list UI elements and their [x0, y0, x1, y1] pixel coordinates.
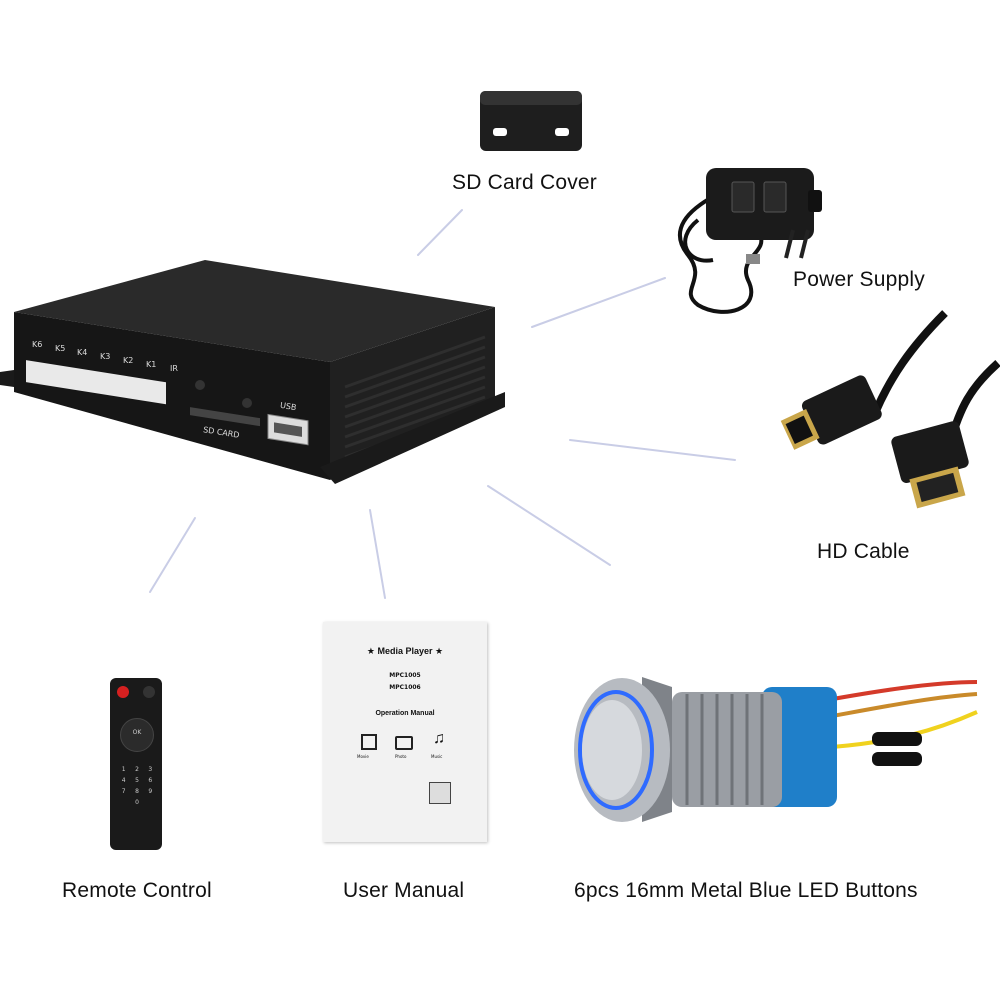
key-label-k4: K4: [77, 348, 88, 357]
led-button-image: [574, 677, 978, 822]
line-to-manual: [369, 509, 386, 599]
key-label-k3: K3: [100, 352, 111, 361]
manual-model-2: MPC1006: [389, 684, 421, 691]
line-to-cable: [569, 439, 736, 461]
led-buttons-caption: 6pcs 16mm Metal Blue LED Buttons: [574, 879, 918, 902]
remote-control-image: OK 1 2 3 4 5 6 7 8 9 0: [110, 678, 162, 850]
line-to-power: [531, 277, 666, 328]
user-manual-caption: User Manual: [343, 879, 465, 902]
line-to-remote: [149, 517, 196, 593]
dpad-icon: OK: [120, 718, 154, 752]
remote-key: 9: [148, 788, 153, 795]
key-label-ir: IR: [170, 364, 178, 373]
line-to-cable-2: [487, 485, 611, 566]
key-label-k6: K6: [32, 340, 43, 349]
manual-logo: [429, 782, 451, 804]
power-icon: [117, 686, 129, 698]
manual-title: ★ Media Player ★: [366, 646, 444, 656]
ok-label: OK: [132, 729, 142, 736]
remote-control-caption: Remote Control: [62, 879, 212, 902]
remote-keypad: 1 2 3 4 5 6 7 8 9 0: [117, 766, 157, 806]
power-supply-caption: Power Supply: [793, 268, 925, 291]
line-to-sd-cover: [417, 209, 463, 256]
remote-key: 8: [135, 788, 139, 795]
remote-key: 3: [148, 766, 153, 773]
film-icon: [361, 734, 377, 750]
sd-card-cover-image: [480, 91, 582, 151]
remote-key: 6: [148, 777, 153, 784]
remote-key: 0: [135, 799, 139, 806]
sd-card-cover-caption: SD Card Cover: [452, 171, 597, 194]
mute-icon: [143, 686, 155, 698]
power-supply-image: [677, 168, 822, 314]
manual-icon-label-photo: Photo: [395, 754, 407, 759]
user-manual-image: ★ Media Player ★ MPC1005 MPC1006 Operati…: [323, 622, 487, 842]
remote-key: 4: [121, 777, 126, 784]
hd-cable-image: [780, 310, 1000, 509]
remote-key: 2: [135, 766, 139, 773]
key-label-k5: K5: [55, 344, 66, 353]
manual-icon-label-music: Music: [431, 754, 443, 759]
remote-key: 1: [121, 766, 126, 773]
manual-subtitle: Operation Manual: [375, 710, 435, 717]
remote-key: 7: [121, 788, 126, 795]
key-label-k1: K1: [146, 360, 157, 369]
key-label-k2: K2: [123, 356, 134, 365]
camera-icon: [395, 736, 413, 750]
hd-cable-caption: HD Cable: [817, 540, 910, 563]
manual-model-1: MPC1005: [389, 672, 421, 679]
media-player-image: [0, 260, 505, 484]
manual-icon-label-movie: Movie: [357, 754, 369, 759]
remote-key: 5: [135, 777, 139, 784]
music-icon: ♫: [433, 730, 445, 747]
